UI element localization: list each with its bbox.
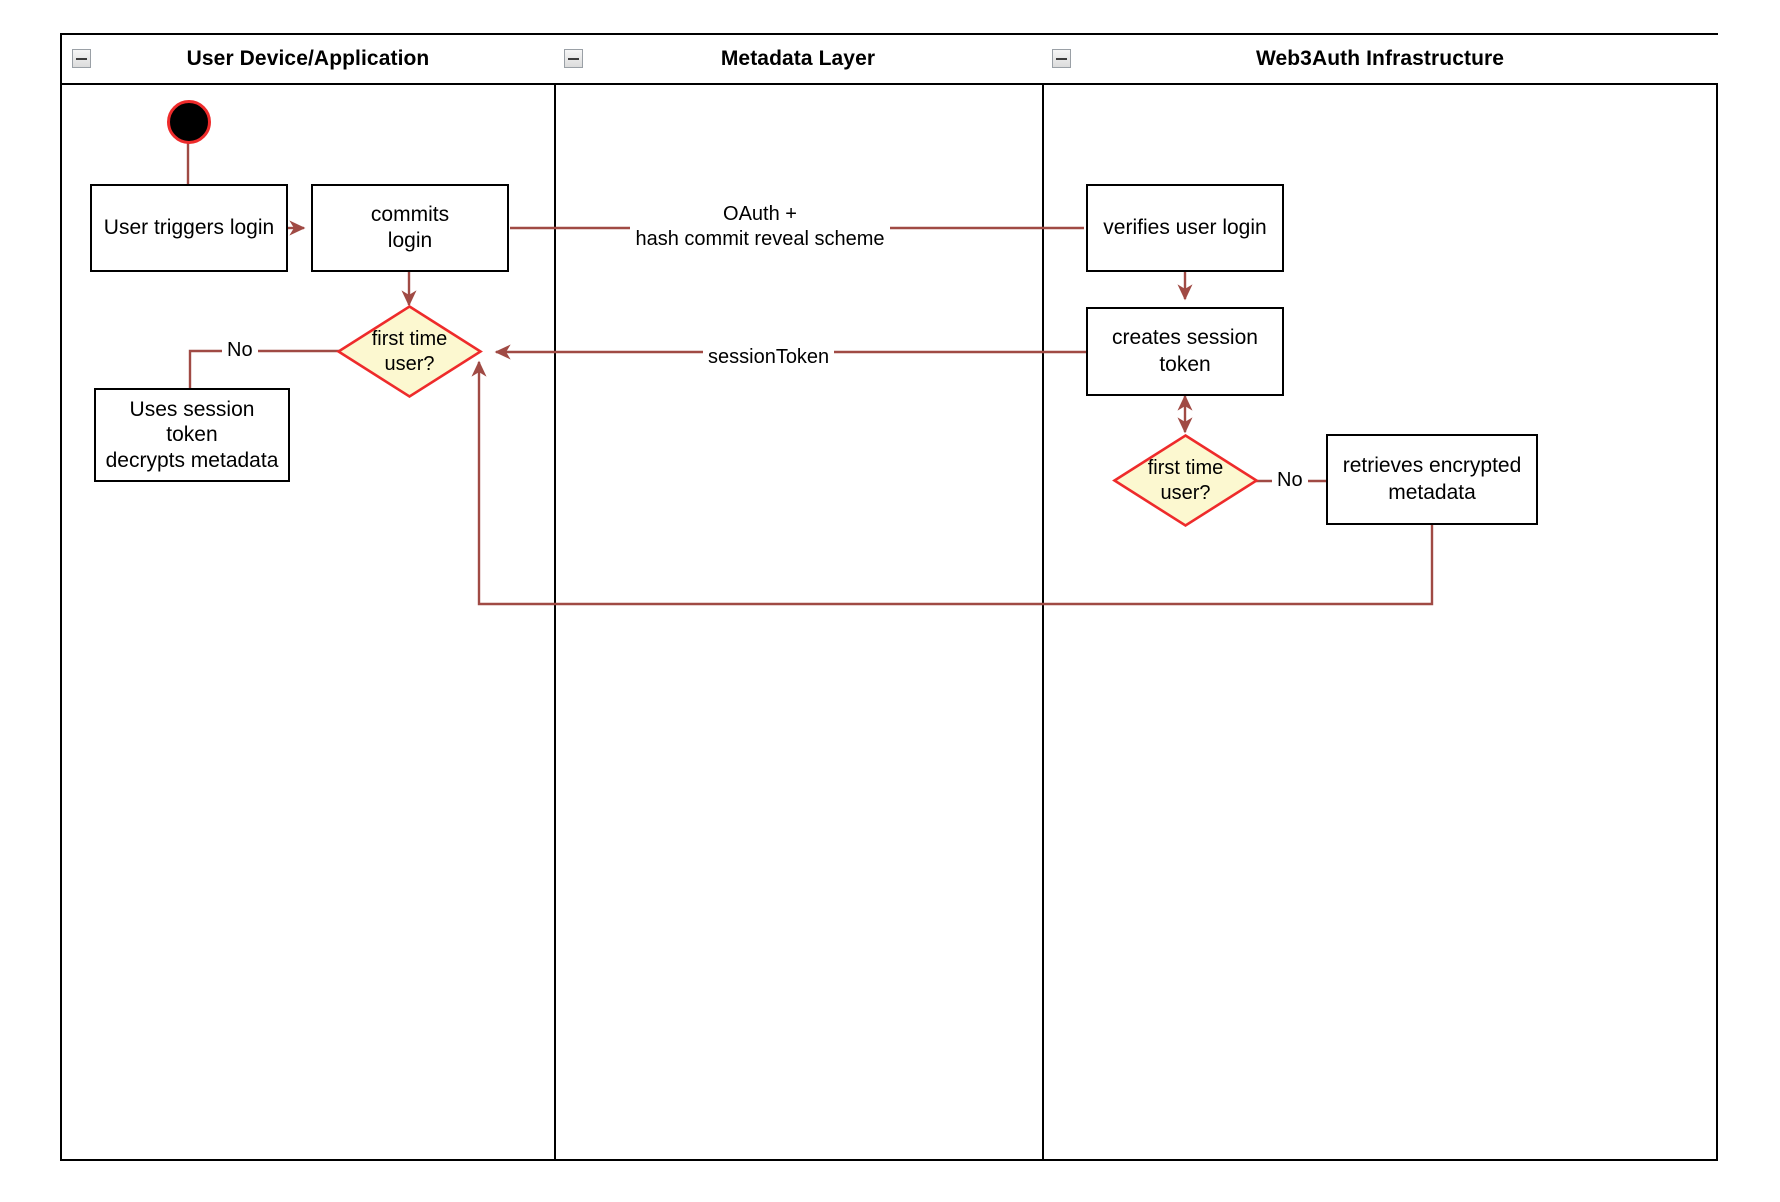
- lane-title-user-device: User Device/Application: [186, 47, 430, 70]
- decision-shape: [336, 304, 483, 399]
- edge-label-no-left: No: [222, 338, 258, 363]
- node-label: verifies user login: [1103, 215, 1267, 239]
- lane-title-web3auth: Web3Auth Infrastructure: [1255, 47, 1505, 70]
- lane-divider-1: [554, 35, 556, 1159]
- node-first-time-user-right[interactable]: first time user?: [1112, 433, 1259, 528]
- edge-label-oauth: OAuth + hash commit reveal scheme: [630, 202, 890, 252]
- lane-title-metadata-layer: Metadata Layer: [720, 47, 876, 70]
- lane-header-metadata-layer[interactable]: Metadata Layer: [554, 35, 1042, 85]
- node-label: User triggers login: [103, 215, 275, 239]
- node-creates-session-token[interactable]: creates session token: [1086, 307, 1284, 396]
- minus-box-icon[interactable]: [564, 49, 583, 68]
- node-user-triggers-login[interactable]: User triggers login: [90, 184, 288, 272]
- lane-header-web3auth[interactable]: Web3Auth Infrastructure: [1042, 35, 1718, 85]
- node-label: creates session token: [1112, 326, 1258, 376]
- node-uses-session-token[interactable]: Uses session token decrypts metadata: [94, 388, 290, 482]
- lane-divider-2: [1042, 35, 1044, 1159]
- decision-shape: [1112, 433, 1259, 528]
- node-first-time-user-left[interactable]: first time user?: [336, 304, 483, 399]
- node-retrieves-encrypted-metadata[interactable]: retrieves encrypted metadata: [1326, 434, 1538, 525]
- node-label: commits login: [370, 202, 450, 252]
- node-verifies-user-login[interactable]: verifies user login: [1086, 184, 1284, 272]
- edge-label-no-right: No: [1272, 468, 1308, 493]
- node-commits-login[interactable]: commits login: [311, 184, 509, 272]
- node-label: retrieves encrypted metadata: [1342, 454, 1522, 504]
- node-label: Uses session token decrypts metadata: [105, 397, 279, 472]
- minus-box-icon[interactable]: [72, 49, 91, 68]
- edge-label-session-token: sessionToken: [703, 345, 835, 370]
- lane-header-user-device[interactable]: User Device/Application: [62, 35, 554, 85]
- minus-box-icon[interactable]: [1052, 49, 1071, 68]
- start-node: [167, 100, 211, 144]
